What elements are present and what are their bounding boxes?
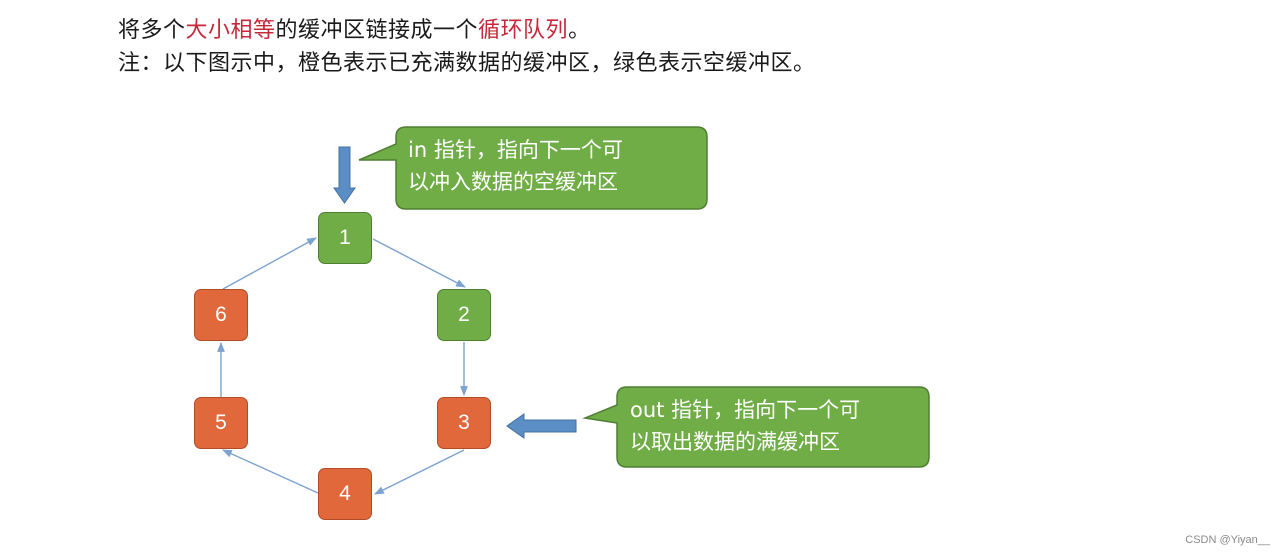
heading-highlight-equal-size: 大小相等 (185, 18, 276, 43)
buffer-node-5-label: 5 (215, 411, 227, 434)
buffer-node-4: 4 (318, 468, 372, 520)
link-arrow-1-to-2 (372, 238, 466, 288)
out-pointer-arrow (506, 413, 577, 439)
buffer-node-1-label: 1 (339, 226, 351, 249)
buffer-node-6: 6 (194, 289, 248, 341)
out-pointer-callout (582, 386, 930, 468)
buffer-node-5: 5 (194, 397, 248, 449)
link-arrow-6-to-1 (222, 237, 317, 290)
out-callout-line-2: 以取出数据的满缓冲区 (630, 430, 840, 454)
out-callout-line-1: out 指针，指向下一个可 (630, 398, 861, 422)
heading-line-1-start: 将多个 (118, 18, 186, 43)
in-pointer-callout (358, 126, 708, 210)
buffer-node-3: 3 (437, 397, 491, 449)
heading-line-1: 将多个大小相等的缓冲区链接成一个循环队列。 (118, 16, 591, 46)
in-callout-line-2: 以冲入数据的空缓冲区 (408, 170, 618, 194)
in-callout-line-1: in 指针，指向下一个可 (408, 138, 623, 162)
buffer-node-4-label: 4 (339, 482, 351, 505)
heading-line-1-middle: 的缓冲区链接成一个 (275, 18, 479, 43)
watermark: CSDN @Yiyan__ (1185, 534, 1270, 546)
in-pointer-callout-text: in 指针，指向下一个可 以冲入数据的空缓冲区 (408, 134, 623, 198)
link-arrow-3-to-4 (374, 449, 465, 495)
heading-highlight-circular-queue: 循环队列 (478, 18, 569, 43)
buffer-node-2-label: 2 (458, 303, 470, 326)
heading-line-2-note: 注：以下图示中，橙色表示已充满数据的缓冲区，绿色表示空缓冲区。 (118, 51, 816, 76)
buffer-node-1: 1 (318, 212, 372, 264)
link-arrow-4-to-5 (222, 449, 319, 494)
out-pointer-callout-text: out 指针，指向下一个可 以取出数据的满缓冲区 (630, 394, 860, 458)
buffer-node-2: 2 (437, 289, 491, 341)
buffer-node-6-label: 6 (215, 303, 227, 326)
heading-line-1-end: 。 (568, 18, 591, 43)
in-pointer-arrow (333, 146, 356, 204)
buffer-node-3-label: 3 (458, 411, 470, 434)
